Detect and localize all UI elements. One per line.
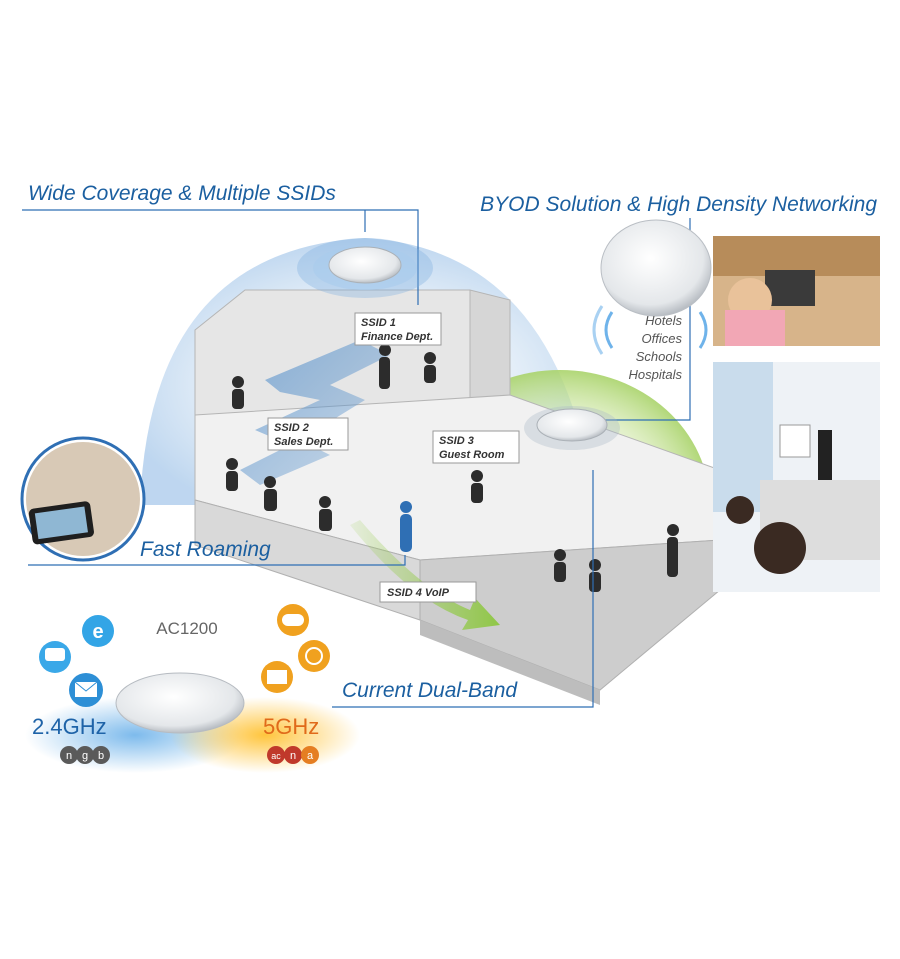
- badge-n: n: [66, 750, 72, 762]
- browser-icon: e: [82, 615, 114, 647]
- badge-g: g: [82, 750, 88, 762]
- venue-item: Hospitals: [629, 367, 683, 382]
- ssid-3-dept: Guest Room: [439, 449, 505, 461]
- venue-list: Hotels Offices Schools Hospitals: [629, 313, 683, 382]
- venue-item: Offices: [642, 331, 683, 346]
- callout-wide-coverage: Wide Coverage & Multiple SSIDs: [28, 182, 336, 205]
- ceiling-ap-main: [297, 238, 433, 298]
- ssid-1-label: SSID 1: [361, 317, 396, 329]
- badge-a: a: [307, 750, 314, 762]
- badge-ac: ac: [271, 751, 281, 761]
- band-5-badges: ac n a: [267, 746, 319, 764]
- band-5-label: 5GHz: [263, 714, 319, 739]
- roaming-path-blue: [240, 340, 390, 485]
- meeting-photo: [713, 362, 880, 592]
- mail-icon: [69, 673, 103, 707]
- callout-byod: BYOD Solution & High Density Networking: [480, 193, 877, 216]
- badge-n5: n: [290, 750, 296, 762]
- gamepad-icon: [277, 604, 309, 636]
- ssid-2-dept: Sales Dept.: [274, 436, 333, 448]
- ssid-labels: SSID 1 Finance Dept. SSID 2 Sales Dept. …: [267, 312, 520, 603]
- band-24-badges: n g b: [60, 746, 110, 764]
- callout-dual-band: Current Dual-Band: [342, 679, 518, 702]
- ssid-2-label: SSID 2: [274, 422, 309, 434]
- chat-icon: [39, 641, 71, 673]
- video-icon: [261, 661, 293, 693]
- product-model: AC1200: [156, 619, 217, 638]
- ceiling-ap-guest: [524, 406, 620, 450]
- roaming-arrow-green: [350, 520, 500, 630]
- classroom-photo: [713, 236, 880, 346]
- ssid-4-label: SSID 4 VoIP: [387, 587, 450, 599]
- office-people: [226, 344, 679, 592]
- venue-item: Schools: [636, 349, 683, 364]
- roaming-person: [400, 501, 412, 552]
- ceiling-ap-byod: [592, 219, 712, 355]
- badge-b: b: [98, 750, 104, 762]
- band-24-label: 2.4GHz: [32, 714, 107, 739]
- 5g-feature-icons: [261, 604, 330, 693]
- ssid-1-dept: Finance Dept.: [361, 331, 433, 343]
- 2g-feature-icons: e: [39, 615, 114, 707]
- ssid-3-label: SSID 3: [439, 435, 474, 447]
- globe-phone-icon: [298, 640, 330, 672]
- svg-text:e: e: [92, 621, 103, 643]
- venue-item: Hotels: [645, 313, 682, 328]
- callout-fast-roaming: Fast Roaming: [140, 538, 271, 561]
- phone-inset: [20, 436, 146, 562]
